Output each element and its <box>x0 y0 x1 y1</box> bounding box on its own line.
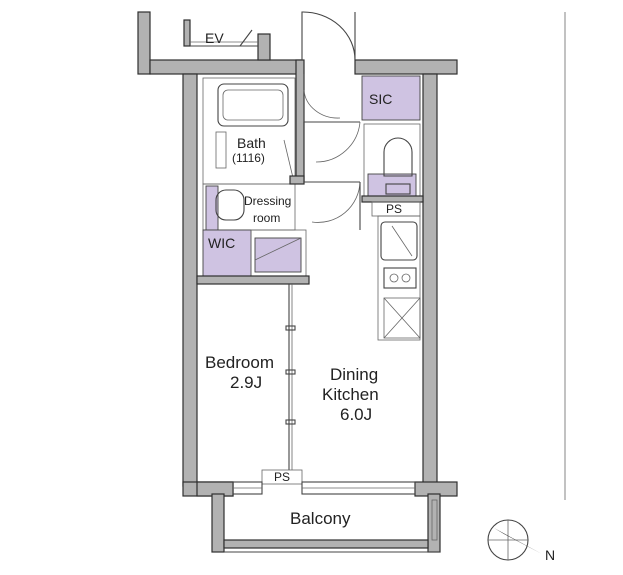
ps-bottom-label: PS <box>274 470 290 484</box>
walk-in-closet: WIC <box>196 229 310 285</box>
dressing-room: Dressing room <box>202 175 305 231</box>
balcony: Balcony <box>211 493 441 553</box>
hall-doors <box>303 74 361 230</box>
entrance-door <box>301 11 356 61</box>
compass-icon: N <box>487 519 555 563</box>
bedroom-partition <box>285 284 296 470</box>
kitchen-counter <box>377 215 421 341</box>
pipe-space-bottom: PS <box>261 469 303 485</box>
pipe-space-top: PS <box>371 201 421 217</box>
dining-size-label: 6.0J <box>340 405 372 424</box>
dressing-label-2: room <box>253 211 280 225</box>
bath-label: Bath <box>237 135 266 151</box>
toilet-area <box>361 123 424 203</box>
bedroom-label: Bedroom <box>205 353 274 372</box>
dressing-label-1: Dressing <box>244 194 291 208</box>
sic-label: SIC <box>369 91 392 107</box>
elevator-area: EV <box>137 11 303 75</box>
dining-label: Dining <box>330 365 378 384</box>
balcony-label: Balcony <box>290 509 351 528</box>
bedroom-size-label: 2.9J <box>230 373 262 392</box>
wic-label: WIC <box>208 235 235 251</box>
bath-room: Bath (1116) <box>202 77 296 185</box>
kitchen-label: Kitchen <box>322 385 379 404</box>
bath-size-label: (1116) <box>232 151 265 165</box>
ps-top-label: PS <box>386 202 402 216</box>
north-label: N <box>545 547 555 563</box>
balcony-window <box>232 481 416 495</box>
elevator-label: EV <box>205 30 224 46</box>
outer-walls <box>182 59 458 497</box>
shoe-closet: SIC <box>361 75 421 121</box>
